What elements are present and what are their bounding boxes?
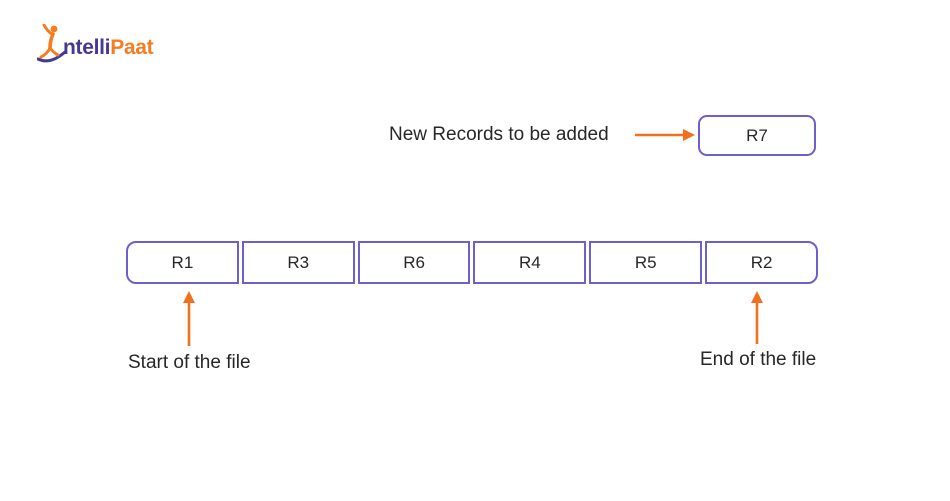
new-records-label: New Records to be added bbox=[389, 124, 609, 145]
file-record-row: R1 R3 R6 R4 R5 R2 bbox=[126, 241, 818, 284]
file-cell: R3 bbox=[241, 241, 355, 284]
file-cell: R5 bbox=[589, 241, 703, 284]
dancing-person-icon bbox=[37, 24, 67, 63]
file-cell: R1 bbox=[126, 241, 239, 284]
logo-text-prefix: ntelli bbox=[63, 36, 111, 59]
logo-text-suffix: Paat bbox=[110, 36, 154, 59]
file-cell: R6 bbox=[357, 241, 471, 284]
logo-wordmark: ntelliPaat bbox=[63, 36, 154, 64]
end-of-file-label: End of the file bbox=[700, 349, 817, 370]
file-cell: R2 bbox=[705, 241, 818, 284]
start-of-file-label: Start of the file bbox=[128, 352, 251, 373]
up-arrow-icon bbox=[183, 291, 195, 346]
new-record-box: R7 bbox=[698, 115, 816, 156]
intellipaat-logo: ntelliPaat bbox=[37, 24, 154, 64]
up-arrow-icon bbox=[751, 291, 763, 344]
file-cell: R4 bbox=[473, 241, 587, 284]
right-arrow-icon bbox=[635, 129, 695, 141]
